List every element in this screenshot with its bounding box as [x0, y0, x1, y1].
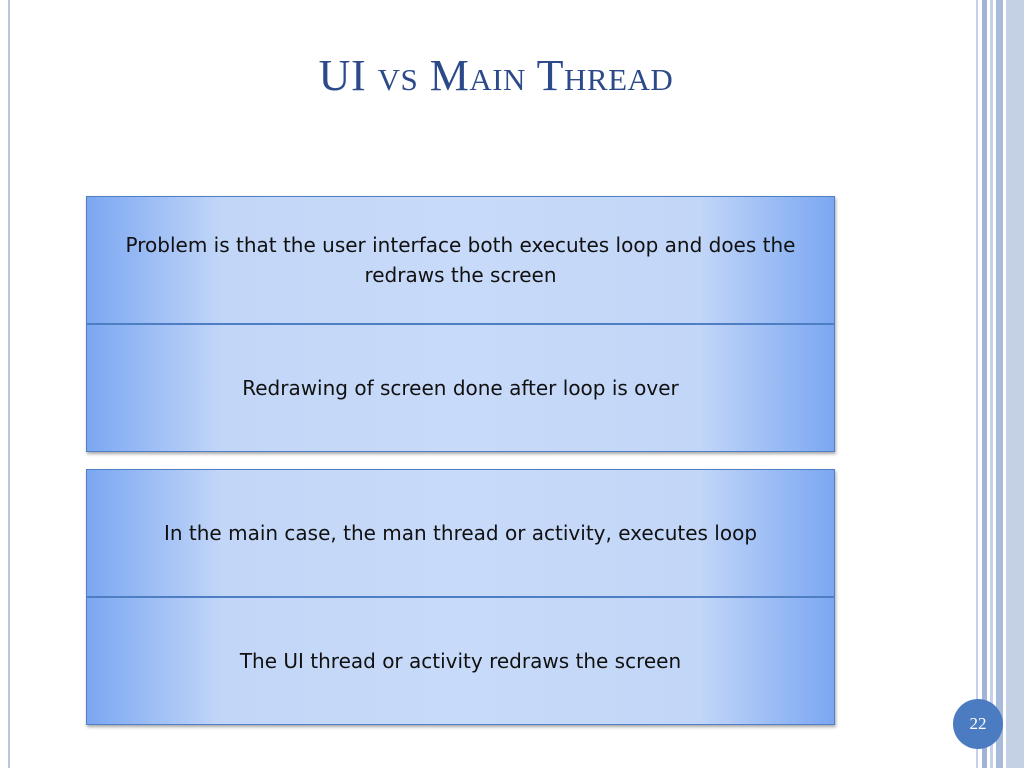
content-box-redrawing: Redrawing of screen done after loop is o… — [86, 324, 835, 452]
content-box-text: Problem is that the user interface both … — [125, 233, 796, 287]
right-decor-stripe — [996, 0, 1003, 768]
right-decor-stripe — [982, 0, 987, 768]
content-box-main-case: In the main case, the man thread or acti… — [86, 469, 835, 597]
content-box-ui-thread: The UI thread or activity redraws the sc… — [86, 597, 835, 725]
left-frame-line — [8, 0, 10, 768]
content-box-text: The UI thread or activity redraws the sc… — [239, 649, 682, 673]
page-number-badge: 22 — [953, 699, 1003, 749]
right-decor-stripe — [976, 0, 978, 768]
right-decor-stripe — [990, 0, 993, 768]
content-box-text: In the main case, the man thread or acti… — [163, 521, 758, 545]
content-box-text: Redrawing of screen done after loop is o… — [242, 376, 679, 400]
right-decor-stripe — [1006, 0, 1024, 768]
content-box-problem: Problem is that the user interface both … — [86, 196, 835, 324]
slide-title: UI vs Main Thread — [318, 51, 674, 100]
page-number: 22 — [969, 714, 987, 733]
